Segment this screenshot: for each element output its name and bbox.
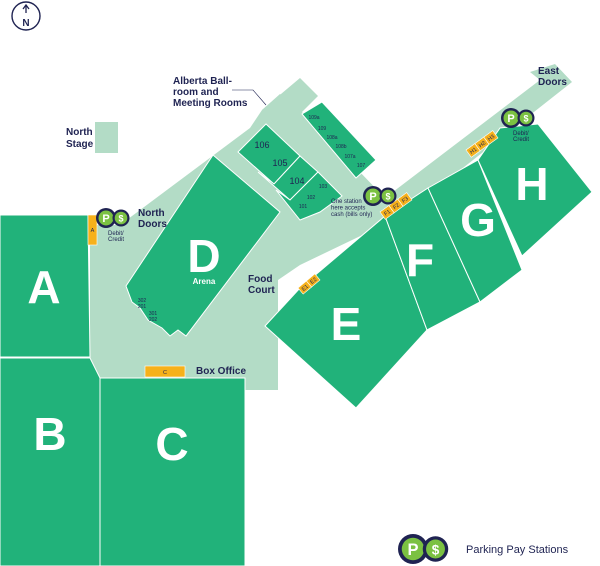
compass-label: N: [22, 18, 29, 29]
arena-section: 301: [149, 311, 158, 317]
svg-text:$: $: [118, 214, 123, 224]
svg-text:E2: E2: [309, 277, 318, 286]
svg-text:$: $: [523, 114, 528, 124]
pay-station-east[interactable]: P$: [501, 108, 535, 128]
lot-a-label: A: [27, 261, 60, 313]
room-103[interactable]: 103: [319, 184, 328, 190]
arena-section: 202: [149, 317, 158, 323]
lot-d-arena[interactable]: [125, 154, 281, 337]
room-109a[interactable]: 109a: [308, 115, 319, 121]
debit-credit-note-east: Debit/Credit: [513, 131, 529, 143]
booth-f3[interactable]: [397, 192, 413, 207]
svg-text:F1: F1: [383, 209, 392, 218]
lot-f-label: F: [406, 234, 434, 286]
compass: N: [11, 1, 41, 31]
lot-g-label: G: [460, 194, 496, 246]
room-104[interactable]: 104: [289, 176, 304, 186]
box-office-label: Box Office: [196, 366, 246, 377]
arena-section: 201: [138, 304, 147, 310]
booth-e2[interactable]: [306, 273, 321, 288]
booth-c[interactable]: [144, 365, 186, 378]
room-107[interactable]: 107: [357, 163, 366, 169]
svg-text:P: P: [407, 541, 418, 559]
lot-a[interactable]: [0, 214, 91, 358]
svg-text:H1: H1: [469, 147, 478, 156]
svg-text:H3: H3: [487, 134, 496, 143]
pay-station-north[interactable]: P$: [96, 208, 130, 228]
booth-h3[interactable]: [483, 130, 499, 145]
room-105[interactable]: 105: [272, 158, 287, 168]
lot-h[interactable]: [477, 123, 593, 257]
room-106[interactable]: 106: [254, 140, 269, 150]
booth-c-label: C: [163, 370, 167, 376]
room-108b[interactable]: 108b: [335, 144, 346, 150]
svg-text:H2: H2: [478, 140, 487, 149]
lot-c[interactable]: [99, 377, 246, 566]
room-101[interactable]: 101: [299, 204, 308, 210]
debit-credit-note-north: Debit/Credit: [108, 231, 124, 243]
svg-text:P: P: [102, 213, 109, 225]
meeting-rooms-west: 106 105 104 103 102 101: [237, 123, 343, 221]
north-arrow-icon: [11, 1, 41, 31]
svg-text:F3: F3: [401, 196, 410, 205]
meeting-rooms-east: 109a 109 108a 108b 107a 107: [301, 101, 377, 179]
parking-pay-station-icon: P$: [398, 534, 449, 564]
svg-text:P: P: [507, 113, 514, 125]
booth-a-label: A: [91, 228, 95, 234]
ballroom-corridor: [262, 78, 318, 128]
lot-d-label: D: [187, 230, 220, 282]
lot-b-label: B: [33, 408, 66, 460]
booth-a[interactable]: [87, 214, 98, 246]
lot-g[interactable]: [427, 159, 523, 303]
lot-b[interactable]: [0, 357, 101, 566]
room-102[interactable]: 102: [307, 195, 316, 201]
room-109[interactable]: 109: [318, 126, 327, 132]
pay-station-food-court[interactable]: P$: [363, 186, 397, 206]
arena-section: 302: [138, 298, 147, 304]
room-108a[interactable]: 108a: [326, 135, 337, 141]
lot-c-label: C: [155, 418, 188, 470]
svg-text:P: P: [369, 191, 376, 203]
walkway-area: [90, 64, 572, 390]
arena-label: Arena: [193, 277, 216, 286]
legend-label: Parking Pay Stations: [466, 544, 569, 556]
lot-e-label: E: [331, 298, 362, 350]
lot-h-label: H: [515, 158, 548, 210]
svg-text:F2: F2: [392, 202, 401, 211]
room-107a[interactable]: 107a: [344, 154, 355, 160]
svg-text:$: $: [432, 542, 440, 557]
legend: P$ Parking Pay Stations: [398, 534, 569, 564]
ballroom-pointer: [232, 89, 267, 106]
north-stage[interactable]: [95, 122, 118, 153]
svg-text:E1: E1: [301, 284, 310, 293]
svg-text:$: $: [385, 192, 390, 202]
